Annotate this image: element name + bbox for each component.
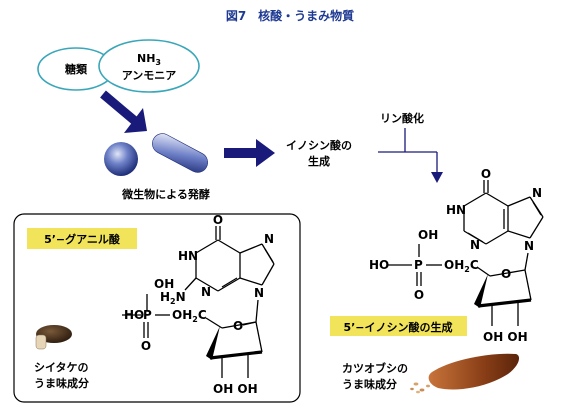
hypoxanthine-structure: O N N HN N	[446, 167, 544, 271]
guanylic-label: 5’−グアニル酸	[44, 232, 121, 246]
shiitake-line2: うま味成分	[34, 376, 89, 390]
phosphorylation-arrow: リン酸化	[378, 111, 443, 183]
ribose-oh-oh: OH OH	[213, 382, 258, 396]
guanylic-phosphate-ribose: OH HO P OH2C O O OH OH	[122, 277, 263, 396]
microbe-caption: 微生物による発酵	[121, 187, 210, 201]
guanine-structure: O N N HN N H2N	[160, 213, 275, 323]
hypoxanthine-n7: N	[532, 186, 542, 200]
guanine-n9: N	[254, 286, 264, 300]
guanine-hn: HN	[178, 249, 198, 263]
inosinic-phosphate-o-bottom: O	[414, 288, 424, 302]
guanine-n7: N	[264, 232, 274, 246]
inosinic-phosphate-p: P	[414, 258, 423, 272]
process-arrow	[224, 139, 275, 167]
step2-label: リン酸化	[380, 111, 424, 125]
inosinic-phosphate-ribose: OH HO P OH2C O O OH OH	[369, 228, 532, 344]
guanine-amine: H2N	[160, 290, 186, 306]
ammonia-label: アンモニア	[122, 69, 177, 82]
phosphate-oh-top: OH	[154, 277, 174, 291]
figure-title: 図7 核酸・うまみ物質	[226, 8, 354, 23]
phosphate-p: P	[143, 308, 152, 322]
shiitake-line1: シイタケの	[34, 361, 89, 374]
ammonia-ellipse: NH3 アンモニア	[98, 39, 200, 93]
phosphate-oh2c: OH2C	[172, 308, 207, 324]
nh3-label: NH3	[137, 52, 161, 67]
fermentation-arrow	[100, 90, 147, 133]
hypoxanthine-n9: N	[524, 239, 534, 253]
inosinic-ribose-o: O	[501, 267, 511, 281]
hypoxanthine-hn: HN	[446, 203, 466, 217]
step1-line1: イノシン酸の	[286, 138, 352, 152]
hypoxanthine-oxygen: O	[481, 167, 491, 181]
hypoxanthine-n3: N	[470, 238, 480, 252]
sugar-label: 糖類	[65, 62, 88, 76]
microbe-rod	[152, 133, 208, 173]
guanylic-label-box	[27, 228, 137, 249]
ribose-o: O	[233, 319, 243, 333]
katsuobushi-line1: カツオブシの	[342, 361, 408, 375]
microbe-sphere	[104, 142, 138, 176]
inosinic-label: 5’−イノシン酸の生成	[343, 320, 452, 334]
inosinic-phosphate-oh-top: OH	[418, 228, 438, 242]
guanine-oxygen: O	[213, 213, 223, 227]
inosinic-label-box	[330, 316, 467, 336]
phosphate-o-bottom: O	[141, 339, 151, 353]
guanine-n3: N	[201, 285, 211, 299]
inosinic-phosphate-ho: HO	[369, 258, 389, 272]
inosinic-ribose-oh-oh: OH OH	[483, 330, 528, 344]
shiitake-illustration	[35, 325, 72, 350]
katsuobushi-illustration	[410, 353, 520, 394]
step1-line2: 生成	[308, 154, 330, 168]
inosinic-phosphate-oh2c: OH2C	[444, 258, 479, 274]
katsuobushi-line2: うま味成分	[342, 377, 397, 391]
